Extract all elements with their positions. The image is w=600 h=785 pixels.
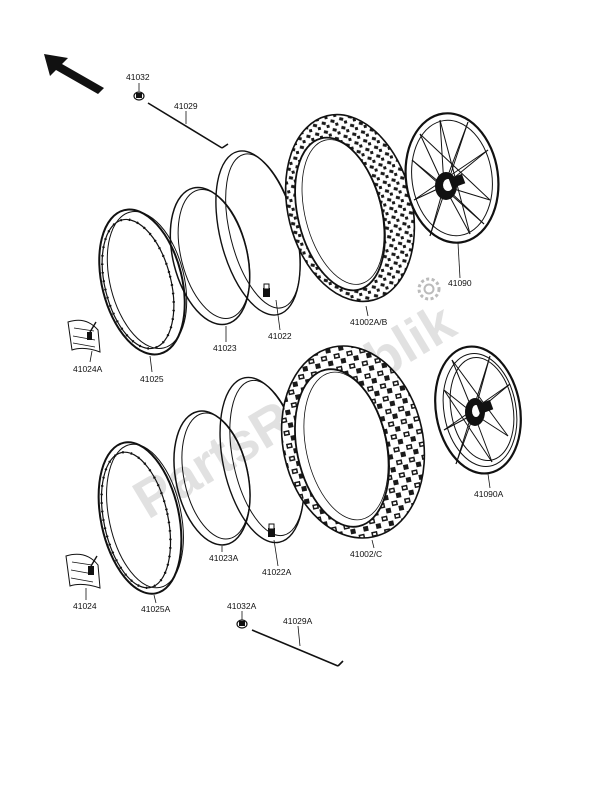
leader-lines [85, 83, 491, 647]
label-41022A: 41022A [262, 567, 292, 577]
rim-part [98, 208, 188, 356]
rim-band-lower-part [173, 410, 251, 546]
label-41002C: 41002/C [350, 549, 382, 559]
tire-lower-part [280, 345, 426, 539]
rim-band-part [169, 186, 251, 326]
label-41090A: 41090A [474, 489, 504, 499]
label-41025: 41025 [140, 374, 164, 384]
direction-arrow-icon [44, 54, 104, 94]
label-41023A: 41023A [209, 553, 239, 563]
spoke-part [147, 102, 229, 149]
rim-strip-part [67, 319, 101, 353]
label-41032A: 41032A [227, 601, 257, 611]
label-41024: 41024 [73, 601, 97, 611]
label-41032: 41032 [126, 72, 150, 82]
rim-strip-lower-part [65, 553, 101, 589]
rim-lower-part [97, 441, 184, 595]
tire-upper-part [284, 113, 416, 303]
label-41002AB: 41002A/B [350, 317, 388, 327]
label-41023: 41023 [213, 343, 237, 353]
label-41024A: 41024A [73, 364, 103, 374]
gear-logo-icon [417, 277, 441, 301]
spoke-lower-part [251, 629, 344, 667]
valve-cap-lower-part [236, 619, 248, 629]
valve-cap-part [133, 91, 145, 101]
wheel-lower-part [434, 345, 522, 475]
label-41022: 41022 [268, 331, 292, 341]
label-41029A: 41029A [283, 616, 313, 626]
label-41029: 41029 [174, 101, 198, 111]
label-41090: 41090 [448, 278, 472, 288]
wheel-upper-part [404, 112, 500, 244]
label-41025A: 41025A [141, 604, 171, 614]
part-labels: 41032 41029 41024A 41025 41023 41022 410… [73, 72, 504, 626]
